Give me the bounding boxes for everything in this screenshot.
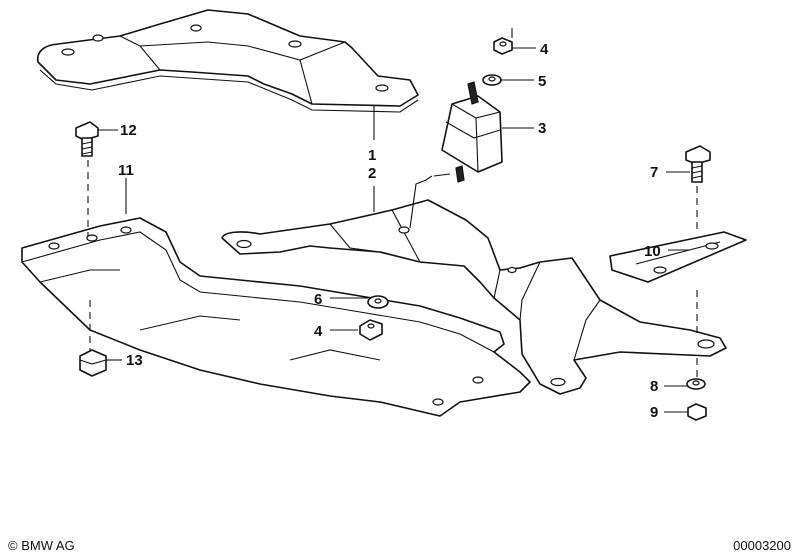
callout-11: 11 — [118, 162, 134, 179]
callout-4-lower: 4 — [314, 323, 323, 340]
callout-8: 8 — [650, 378, 658, 395]
callout-4-upper: 4 — [540, 41, 549, 58]
copyright-text: © BMW AG — [8, 538, 75, 553]
rubber-mount-part-3 — [441, 81, 503, 183]
leader-lines — [98, 47, 690, 413]
callout-10: 10 — [644, 243, 661, 260]
callout-3: 3 — [538, 120, 546, 137]
upper-bracket-part-1 — [36, 9, 419, 113]
lower-plate-part-11 — [21, 217, 531, 417]
callout-1: 1 — [368, 147, 376, 164]
washer-part-6 — [367, 295, 389, 309]
plate-part-10 — [609, 231, 747, 283]
washer-part-5 — [482, 74, 502, 86]
bolt-part-12 — [75, 121, 99, 157]
callout-13: 13 — [126, 352, 143, 369]
nut-part-9 — [687, 403, 707, 421]
callout-9: 9 — [650, 404, 658, 421]
callout-2: 2 — [368, 165, 376, 182]
callout-5: 5 — [538, 73, 546, 90]
crossmember-part-2 — [221, 199, 727, 395]
callout-7: 7 — [650, 164, 658, 181]
nut-part-13 — [79, 349, 107, 377]
nut-part-4-upper — [493, 37, 513, 55]
callout-12: 12 — [120, 122, 137, 139]
callout-6: 6 — [314, 291, 322, 308]
bolt-part-7 — [685, 145, 711, 183]
washer-part-8 — [686, 378, 706, 390]
nut-part-4-lower — [359, 319, 383, 341]
document-number: 00003200 — [733, 538, 791, 553]
